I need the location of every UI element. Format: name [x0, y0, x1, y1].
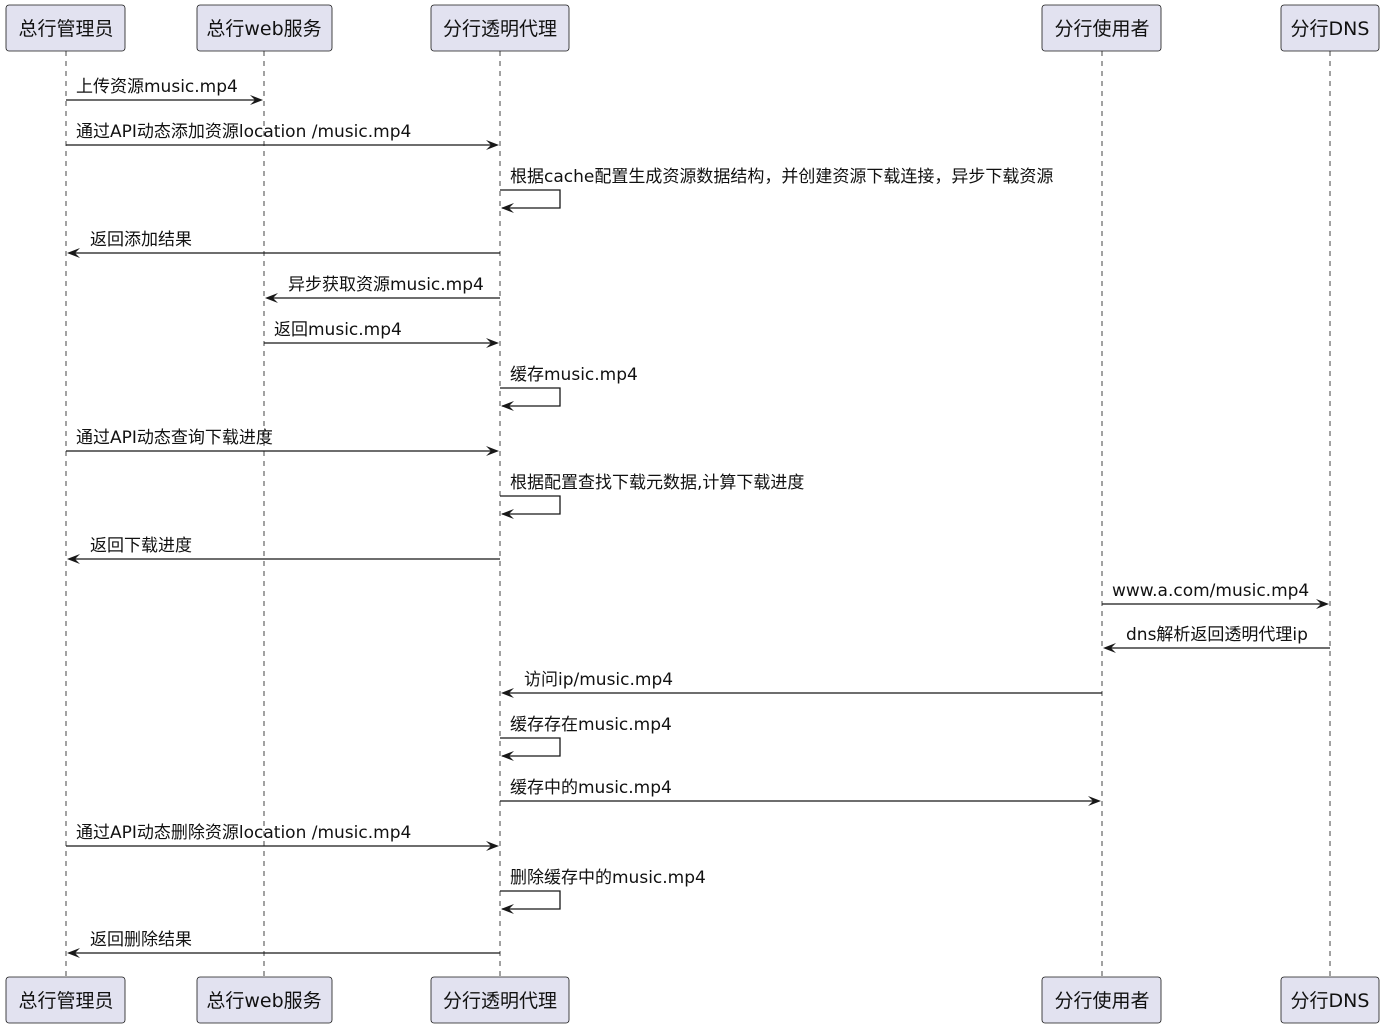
arrow-head	[486, 338, 499, 348]
participant-admin-bottom[interactable]: 总行管理员	[5, 976, 126, 1024]
message-6: 返回music.mp4	[264, 320, 499, 348]
self-message-line	[500, 890, 561, 910]
arrow-head	[501, 509, 514, 519]
self-message-line	[500, 495, 561, 515]
participant-label: 分行DNS	[1291, 990, 1370, 1012]
participant-box	[430, 976, 570, 1024]
participant-label: 分行透明代理	[443, 990, 557, 1012]
participant-dns-bottom[interactable]: 分行DNS	[1280, 976, 1380, 1024]
message-label: 根据cache配置生成资源数据结构，并创建资源下载连接，异步下载资源	[510, 167, 1053, 187]
participant-user-bottom[interactable]: 分行使用者	[1041, 976, 1162, 1024]
message-label: 缓存music.mp4	[510, 365, 638, 385]
messages: 上传资源music.mp4 通过API动态添加资源location /music.…	[66, 77, 1330, 958]
participant-user-top[interactable]: 分行使用者	[1041, 4, 1162, 52]
message-11: www.a.com/music.mp4	[1102, 581, 1329, 609]
message-17: 删除缓存中的music.mp4	[500, 868, 706, 914]
message-label: 返回删除结果	[90, 930, 192, 950]
message-12: dns解析返回透明代理ip	[1103, 625, 1330, 653]
participant-box	[1041, 976, 1162, 1024]
message-label: dns解析返回透明代理ip	[1126, 625, 1308, 645]
participant-label: 总行管理员	[18, 18, 113, 40]
message-label: 通过API动态添加资源location /music.mp4	[76, 122, 411, 142]
message-label: 通过API动态删除资源location /music.mp4	[76, 823, 411, 843]
participant-label: 总行web服务	[206, 990, 321, 1012]
participant-web-bottom[interactable]: 总行web服务	[196, 976, 333, 1024]
arrow-head	[250, 95, 263, 105]
message-label: 通过API动态查询下载进度	[76, 428, 273, 448]
message-label: 删除缓存中的music.mp4	[510, 868, 706, 888]
participant-box	[5, 4, 126, 52]
arrow-head	[265, 293, 278, 303]
self-message-line	[500, 737, 561, 757]
arrow-head	[1103, 643, 1116, 653]
participant-label: 总行管理员	[18, 990, 113, 1012]
arrow-head	[486, 446, 499, 456]
message-10: 返回下载进度	[67, 536, 500, 564]
participant-web-top[interactable]: 总行web服务	[196, 4, 333, 52]
arrow-head	[67, 248, 80, 258]
arrow-head	[486, 841, 499, 851]
message-label: www.a.com/music.mp4	[1112, 581, 1309, 601]
participant-box	[196, 976, 333, 1024]
message-2: 通过API动态添加资源location /music.mp4	[66, 122, 499, 150]
participant-box	[196, 4, 333, 52]
self-message-line	[500, 387, 561, 407]
message-16: 通过API动态删除资源location /music.mp4	[66, 823, 499, 851]
message-label: 缓存存在music.mp4	[510, 715, 672, 735]
arrow-head	[486, 140, 499, 150]
message-label: 异步获取资源music.mp4	[288, 275, 484, 295]
participant-box	[1280, 976, 1380, 1024]
message-8: 通过API动态查询下载进度	[66, 428, 499, 456]
message-15: 缓存中的music.mp4	[500, 778, 1101, 806]
lifelines	[65, 51, 1331, 977]
participant-proxy-top[interactable]: 分行透明代理	[430, 4, 570, 52]
participant-box	[430, 4, 570, 52]
participants: 总行管理员总行管理员总行web服务总行web服务分行透明代理分行透明代理分行使用…	[5, 4, 1380, 1024]
self-message-line	[500, 189, 561, 209]
participant-label: 分行透明代理	[443, 18, 557, 40]
arrow-head	[67, 948, 80, 958]
participant-dns-top[interactable]: 分行DNS	[1280, 4, 1380, 52]
arrow-head	[501, 904, 514, 914]
arrow-head	[501, 401, 514, 411]
message-3: 根据cache配置生成资源数据结构，并创建资源下载连接，异步下载资源	[500, 167, 1053, 213]
arrow-head	[501, 688, 514, 698]
message-label: 上传资源music.mp4	[76, 77, 238, 97]
message-4: 返回添加结果	[67, 230, 500, 258]
message-label: 返回添加结果	[90, 230, 192, 250]
participant-proxy-bottom[interactable]: 分行透明代理	[430, 976, 570, 1024]
arrow-head	[501, 203, 514, 213]
participant-label: 分行使用者	[1054, 990, 1149, 1012]
participant-box	[1280, 4, 1380, 52]
arrow-head	[501, 751, 514, 761]
message-label: 根据配置查找下载元数据,计算下载进度	[510, 473, 804, 493]
participant-box	[5, 976, 126, 1024]
message-7: 缓存music.mp4	[500, 365, 638, 411]
participant-label: 分行使用者	[1054, 18, 1149, 40]
message-label: 返回music.mp4	[274, 320, 402, 340]
message-label: 返回下载进度	[90, 536, 192, 556]
message-13: 访问ip/music.mp4	[501, 670, 1102, 698]
message-5: 异步获取资源music.mp4	[265, 275, 500, 303]
message-label: 访问ip/music.mp4	[524, 670, 673, 690]
participant-label: 总行web服务	[206, 18, 321, 40]
message-1: 上传资源music.mp4	[66, 77, 263, 105]
participant-box	[1041, 4, 1162, 52]
arrow-head	[1316, 599, 1329, 609]
message-18: 返回删除结果	[67, 930, 500, 958]
message-label: 缓存中的music.mp4	[510, 778, 672, 798]
participant-admin-top[interactable]: 总行管理员	[5, 4, 126, 52]
arrow-head	[67, 554, 80, 564]
participant-label: 分行DNS	[1291, 18, 1370, 40]
arrow-head	[1088, 796, 1101, 806]
message-14: 缓存存在music.mp4	[500, 715, 672, 761]
message-9: 根据配置查找下载元数据,计算下载进度	[500, 473, 804, 519]
